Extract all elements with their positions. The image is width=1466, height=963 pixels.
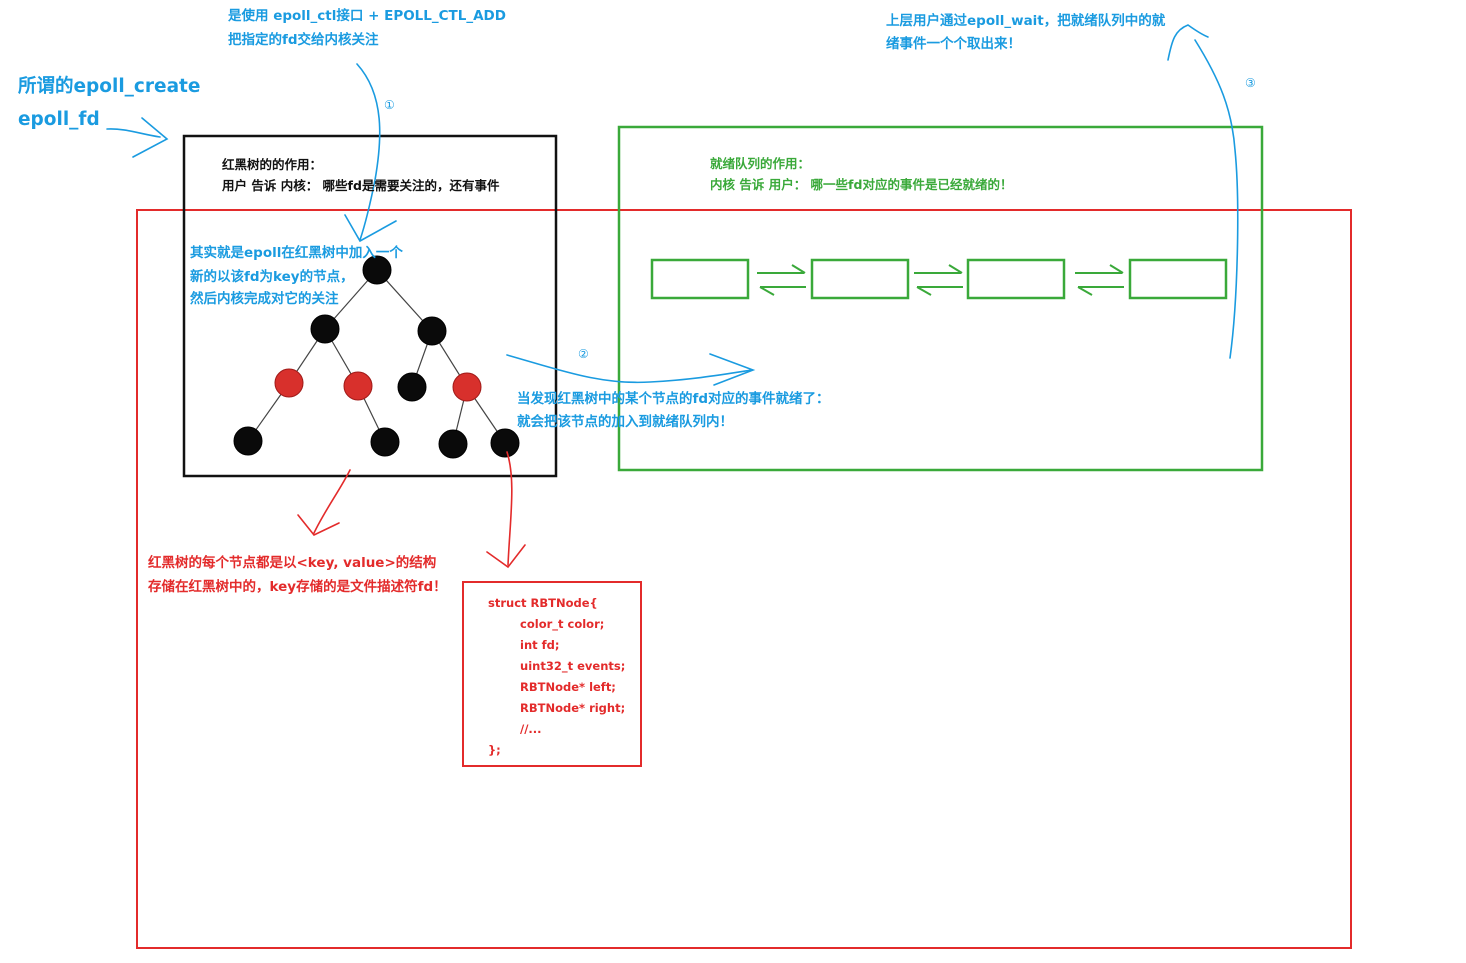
- code-line: };: [488, 743, 501, 757]
- code-line: color_t color;: [488, 617, 605, 631]
- ready-queue-node: [810, 258, 910, 300]
- arrow-to-struct: [506, 451, 513, 566]
- queue-arrows: [757, 264, 1124, 296]
- struct-box: [462, 581, 642, 767]
- marker-three: ③: [1245, 76, 1256, 90]
- ready-role-title: 就绪队列的作用：: [710, 156, 811, 171]
- step2-label-line2: 就会把该节点的加入到就绪队列内！: [517, 414, 733, 430]
- tree-node-black: [233, 426, 263, 456]
- double-arrow-2: [914, 264, 963, 296]
- marker-two: ②: [578, 347, 589, 361]
- arrow-2-step2: [506, 354, 753, 384]
- epoll-fd-label: epoll_fd: [18, 109, 100, 130]
- arrow-1-step1: [356, 63, 381, 241]
- tree-node-black: [438, 429, 468, 459]
- tree-node-black: [362, 255, 392, 285]
- ready-queue-nodes: [650, 258, 1228, 300]
- code-line: struct RBTNode{: [488, 596, 598, 610]
- code-line: RBTNode* left;: [488, 680, 616, 694]
- tree-node-black: [397, 372, 427, 402]
- tree-node-black: [310, 314, 340, 344]
- tree-node-black: [490, 428, 520, 458]
- ready-role-desc: 内核 告诉 用户： 哪一些fd对应的事件是已经就绪的！: [710, 177, 1013, 192]
- tree-node-red: [274, 368, 304, 398]
- double-arrow-3: [1075, 264, 1124, 296]
- struct-code: struct RBTNode{ color_t color; int fd; u…: [488, 593, 625, 761]
- rbtree-box: [182, 134, 558, 478]
- code-line: int fd;: [488, 638, 560, 652]
- arrow-epoll-fd: [106, 128, 161, 138]
- step2-label-line1: 当发现红黑树中的某个节点的fd对应的事件就绪了：: [517, 391, 830, 407]
- add-node-line3: 然后内核完成对它的关注: [190, 291, 339, 307]
- step3-label-line2: 绪事件一个个取出来！: [886, 36, 1021, 52]
- tree-node-red: [343, 371, 373, 401]
- tree-nodes: [233, 255, 520, 459]
- rbtree-role-title: 红黑树的的作用：: [222, 157, 323, 172]
- code-line: //...: [488, 722, 542, 736]
- arrow-3-step3: [1194, 39, 1239, 359]
- outer-red-box: [136, 209, 1352, 949]
- tree-node-black: [417, 316, 447, 346]
- node-structure-line2: 存储在红黑树中的，key存储的是文件描述符fd！: [148, 579, 447, 595]
- arrow-to-node-text: [313, 469, 351, 534]
- code-line: RBTNode* right;: [488, 701, 626, 715]
- ready-queue-box: [617, 125, 1264, 472]
- double-arrow-1: [757, 264, 806, 296]
- step3-label-line1: 上层用户通过epoll_wait，把就绪队列中的就: [886, 13, 1166, 29]
- marker-one: ①: [384, 98, 395, 112]
- add-node-line2: 新的以该fd为key的节点，: [190, 269, 354, 285]
- ready-queue-node: [650, 258, 750, 300]
- tree-node-red: [452, 372, 482, 402]
- epoll-create-label: 所谓的epoll_create: [18, 76, 201, 97]
- add-node-line1: 其实就是epoll在红黑树中加入一个: [190, 245, 403, 261]
- code-line: uint32_t events;: [488, 659, 626, 673]
- tree-node-black: [370, 427, 400, 457]
- ready-queue-node: [1128, 258, 1228, 300]
- ready-queue-node: [966, 258, 1066, 300]
- node-structure-line1: 红黑树的每个节点都是以<key, value>的结构: [148, 555, 437, 571]
- blue-arrows: [106, 24, 1239, 386]
- step1-label-line2: 把指定的fd交给内核关注: [228, 32, 379, 48]
- step1-label-line1: 是使用 epoll_ctl接口 + EPOLL_CTL_ADD: [228, 8, 506, 24]
- red-arrows: [297, 451, 526, 569]
- rbtree-role-desc: 用户 告诉 内核： 哪些fd是需要关注的，还有事件: [222, 178, 500, 193]
